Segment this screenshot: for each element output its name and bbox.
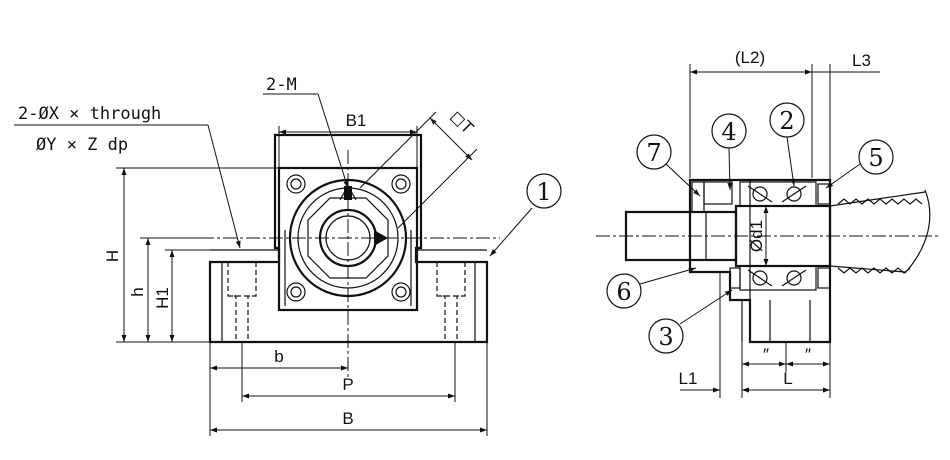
- svg-text:4: 4: [721, 118, 736, 146]
- label-2M: 2-M: [266, 75, 297, 95]
- dimension-L1-L: ″ ″ L1 L: [679, 272, 831, 398]
- label-B: B: [342, 409, 353, 428]
- svg-text:7: 7: [646, 139, 661, 167]
- dimension-H: H: [103, 167, 279, 343]
- dimension-h: h: [128, 237, 210, 342]
- flange-shoulder: [284, 230, 412, 306]
- label-quote-left: ″: [763, 345, 769, 364]
- label-L: L: [783, 369, 792, 388]
- label-h: h: [128, 287, 147, 296]
- label-quote-right: ″: [805, 345, 811, 364]
- label-d1: Ød1: [747, 220, 766, 252]
- dimension-d1: Ød1: [747, 206, 769, 266]
- label-H: H: [103, 250, 122, 262]
- svg-text:1: 1: [536, 178, 551, 206]
- label-T: ◻T: [447, 107, 478, 138]
- balloon-5: 5: [825, 139, 894, 189]
- corner-bolt-icons: [286, 174, 411, 302]
- dimension-B1: B1: [278, 111, 418, 168]
- label-hole-spec-2: ØY × Z dp: [36, 135, 128, 155]
- label-L2: (L2): [735, 48, 765, 67]
- balloon-6: 6: [606, 267, 697, 309]
- bearings-lower: [729, 265, 831, 291]
- balloon-3: 3: [648, 289, 733, 354]
- svg-text:3: 3: [658, 323, 673, 351]
- label-hole-spec-1: 2-ØX × through: [18, 104, 161, 124]
- label-P: P: [342, 375, 353, 394]
- dimension-B: B: [210, 409, 487, 433]
- dimension-b: b: [209, 342, 488, 436]
- dimension-P: P: [242, 375, 455, 399]
- label-b: b: [274, 347, 283, 366]
- dimension-L2: (L2): [689, 48, 831, 180]
- leader-2M: 2-M: [263, 75, 349, 189]
- svg-text:6: 6: [616, 278, 631, 306]
- leader-hole-spec: 2-ØX × through ØY × Z dp: [14, 104, 241, 249]
- hidden-holes: [227, 262, 466, 342]
- dimension-L3: L3: [812, 51, 880, 73]
- label-L1: L1: [679, 369, 698, 388]
- label-B1: B1: [346, 111, 367, 130]
- balloon-7: 7: [636, 134, 701, 197]
- label-L3: L3: [852, 51, 871, 70]
- lock-nut-section: [691, 181, 705, 213]
- ball-screw-thread: [829, 189, 931, 274]
- balloon-2: 2: [769, 102, 805, 187]
- label-H1: H1: [153, 287, 172, 309]
- balloon-4: 4: [711, 113, 747, 191]
- bearings-upper: [739, 181, 831, 207]
- dimension-H1: H1: [153, 249, 210, 342]
- side-view: (L2) L3 Ød1 ″ ″ L1 L: [596, 48, 940, 398]
- svg-text:5: 5: [868, 144, 883, 172]
- balloon-1: 1: [489, 173, 562, 257]
- svg-text:2: 2: [779, 107, 794, 135]
- front-view: B1 ◻T 2-M 2-ØX × through ØY × Z dp H: [14, 75, 562, 436]
